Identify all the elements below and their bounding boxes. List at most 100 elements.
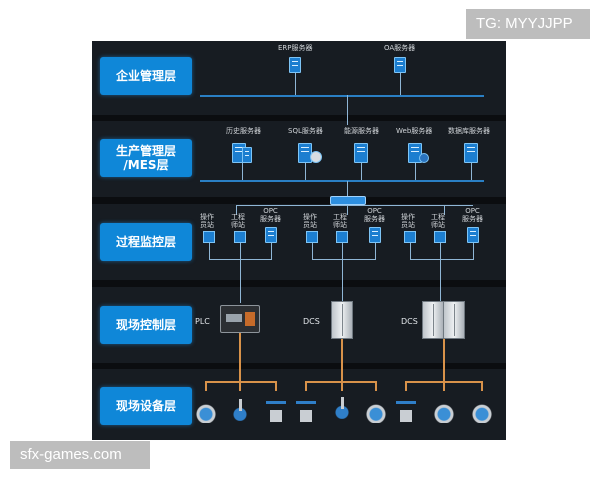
level-transmitter-icon xyxy=(266,401,286,423)
g1-opc-server-icon xyxy=(265,227,277,243)
network-switch-icon xyxy=(330,196,366,205)
g2-opc-drop xyxy=(375,243,376,259)
plc-controller-icon xyxy=(220,305,260,333)
plc-dev2-drop xyxy=(239,381,241,391)
dcs2-dev2-drop xyxy=(443,381,445,391)
pressure-transmitter-icon xyxy=(332,397,352,419)
control-valve-icon xyxy=(396,401,416,423)
g3-operator-station-icon xyxy=(404,231,416,243)
watermark-tg: TG: MYYJJPP xyxy=(466,9,590,39)
g1-opc-server-label: OPC 服务器 xyxy=(260,207,281,223)
g2-eng-drop xyxy=(342,243,343,259)
g3-opc-server-label: OPC 服务器 xyxy=(462,207,483,223)
temperature-transmitter-icon xyxy=(366,401,386,423)
g1-to-plc xyxy=(240,259,241,303)
switch-uplink xyxy=(347,181,348,196)
g2-opc-server-label: OPC 服务器 xyxy=(364,207,385,223)
g3-engineer-station-icon xyxy=(434,231,446,243)
erp-server-icon xyxy=(289,57,301,73)
g2-bus xyxy=(312,259,376,260)
g3-to-dcs xyxy=(440,259,441,303)
g2-operator-station-label: 操作 员站 xyxy=(303,213,317,229)
plc-label: PLC xyxy=(195,317,210,326)
web-link xyxy=(415,163,416,180)
g1-op-drop xyxy=(209,243,210,259)
layer-label-field: 现场设备层 xyxy=(100,387,192,425)
g3-opc-drop xyxy=(473,243,474,259)
plc-field-bus xyxy=(205,381,277,383)
web-server-label: Web服务器 xyxy=(396,127,433,135)
dcs1-cabinet-icon xyxy=(331,301,353,339)
database-server-icon xyxy=(464,143,478,163)
vortex-flowmeter-icon xyxy=(472,401,492,423)
layer-label-process: 过程监控层 xyxy=(100,223,192,261)
switch-to-group3 xyxy=(444,205,445,215)
dcs2-field-drop xyxy=(443,339,445,381)
switch-to-group2 xyxy=(347,205,348,215)
dcs1-dev2-drop xyxy=(341,381,343,391)
valve-actuator-icon xyxy=(230,399,250,421)
g1-eng-drop xyxy=(240,243,241,259)
g2-op-drop xyxy=(312,243,313,259)
sql-database-icon xyxy=(310,151,322,163)
g2-opc-server-icon xyxy=(369,227,381,243)
production-bus xyxy=(200,180,484,182)
watermark-site: sfx-games.com xyxy=(10,441,150,469)
database-link xyxy=(471,163,472,180)
g3-eng-drop xyxy=(440,243,441,259)
sql-server-icon xyxy=(298,143,312,163)
dcs1-dev1-drop xyxy=(305,381,307,391)
dcs1-dev3-drop xyxy=(375,381,377,391)
g3-operator-station-label: 操作 员站 xyxy=(401,213,415,229)
flow-meter-icon xyxy=(196,401,216,423)
oa-server-label: OA服务器 xyxy=(384,44,416,52)
g1-operator-station-icon xyxy=(203,231,215,243)
dcs2-dev1-drop xyxy=(405,381,407,391)
oa-link xyxy=(400,73,401,95)
sql-server-label: SQL服务器 xyxy=(288,127,323,135)
network-architecture-diagram: 企业管理层 生产管理层 /MES层 过程监控层 现场控制层 现场设备层 ERP服… xyxy=(92,41,506,440)
database-server-label: 数据库服务器 xyxy=(448,127,490,135)
energy-server-icon xyxy=(354,143,368,163)
g1-opc-drop xyxy=(271,243,272,259)
plc-field-drop xyxy=(239,333,241,381)
oa-server-icon xyxy=(394,57,406,73)
plc-dev1-drop xyxy=(205,381,207,391)
dcs1-label: DCS xyxy=(303,317,320,326)
g3-engineer-station-label: 工程 师站 xyxy=(431,213,445,229)
g1-engineer-station-icon xyxy=(234,231,246,243)
electromagnetic-flowmeter-icon xyxy=(296,401,316,423)
g2-operator-station-icon xyxy=(306,231,318,243)
erp-link xyxy=(295,73,296,95)
g2-to-dcs xyxy=(342,259,343,303)
g3-opc-server-icon xyxy=(467,227,479,243)
history-server-icon-2 xyxy=(242,147,252,163)
erp-server-label: ERP服务器 xyxy=(278,44,313,52)
dcs2-label: DCS xyxy=(401,317,418,326)
radar-level-icon xyxy=(434,401,454,423)
g3-op-drop xyxy=(410,243,411,259)
layer-label-control: 现场控制层 xyxy=(100,306,192,344)
dcs2-cabinet-icon xyxy=(422,301,444,339)
layer-label-enterprise: 企业管理层 xyxy=(100,57,192,95)
web-globe-icon xyxy=(419,153,429,163)
history-link xyxy=(242,163,243,180)
g3-bus xyxy=(410,259,474,260)
plc-dev3-drop xyxy=(275,381,277,391)
dcs1-field-drop xyxy=(341,339,343,381)
enterprise-to-production-link xyxy=(347,95,348,125)
g1-operator-station-label: 操作 员站 xyxy=(200,213,214,229)
g1-engineer-station-label: 工程 师站 xyxy=(231,213,245,229)
switch-hbar xyxy=(236,205,473,206)
enterprise-bus xyxy=(200,95,484,97)
energy-link xyxy=(361,163,362,180)
dcs2-cabinet-icon-2 xyxy=(443,301,465,339)
history-server-label: 历史服务器 xyxy=(226,127,261,135)
g2-engineer-station-icon xyxy=(336,231,348,243)
sql-link xyxy=(305,163,306,180)
layer-label-production: 生产管理层 /MES层 xyxy=(100,139,192,177)
energy-server-label: 能源服务器 xyxy=(344,127,379,135)
dcs2-dev3-drop xyxy=(481,381,483,391)
g2-engineer-station-label: 工程 师站 xyxy=(333,213,347,229)
switch-to-group1 xyxy=(236,205,237,215)
